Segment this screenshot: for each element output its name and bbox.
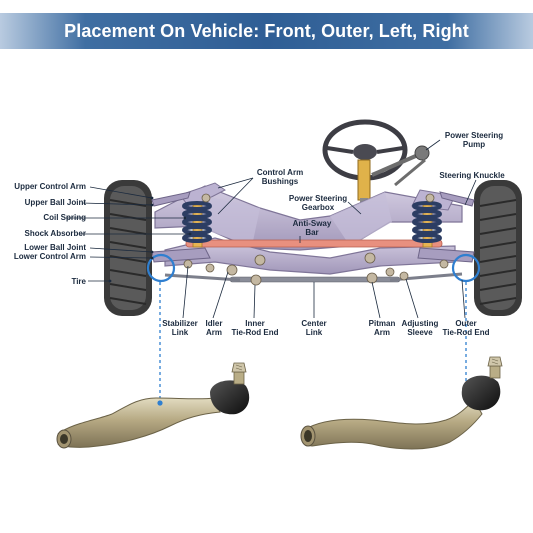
label-lower-control-arm: Lower Control Arm [14, 252, 86, 261]
left-coil-spring [184, 203, 210, 247]
label-pitman-arm-line2: Arm [374, 328, 390, 337]
label-steering-knuckle: Steering Knuckle [439, 171, 505, 180]
label-stabilizer-link-line2: Link [172, 328, 189, 337]
label-center-link-line2: Link [306, 328, 323, 337]
label-control-arm-bushings-line1: Control Arm [257, 168, 303, 177]
label-shock-absorber: Shock Absorber [25, 229, 87, 238]
right-coil-spring [414, 203, 440, 247]
label-stabilizer-link-line1: Stabilizer [162, 319, 198, 328]
label-outer-tie-rod-end-line2: Tie-Rod End [443, 328, 490, 337]
label-inner-tie-rod-end-line1: Inner [245, 319, 265, 328]
label-anti-sway-bar-line2: Bar [305, 228, 318, 237]
label-tire: Tire [71, 277, 86, 286]
label-adjusting-sleeve-line2: Sleeve [407, 328, 433, 337]
label-lower-ball-joint: Lower Ball Joint [24, 243, 86, 252]
label-idler-arm-line1: Idler [206, 319, 223, 328]
anti-sway-bar [186, 240, 442, 247]
label-adjusting-sleeve-line1: Adjusting [402, 319, 439, 328]
label-control-arm-bushings-line2: Bushings [262, 177, 299, 186]
label-idler-arm-line2: Arm [206, 328, 222, 337]
label-power-steering-pump-line1: Power Steering [445, 131, 503, 140]
label-pitman-arm-line1: Pitman [369, 319, 396, 328]
label-power-steering-gearbox-line2: Gearbox [302, 203, 335, 212]
right-tire [474, 180, 522, 316]
label-power-steering-pump-line2: Pump [463, 140, 485, 149]
label-coil-spring: Coil Spring [43, 213, 86, 222]
label-upper-ball-joint: Upper Ball Joint [25, 198, 87, 207]
left-tie-rod-end-product [57, 363, 249, 448]
left-tire [104, 180, 152, 316]
label-outer-tie-rod-end-line1: Outer [455, 319, 476, 328]
label-upper-control-arm: Upper Control Arm [14, 182, 86, 191]
label-center-link-line1: Center [301, 319, 326, 328]
label-anti-sway-bar-line1: Anti-Sway [293, 219, 332, 228]
label-power-steering-gearbox-line1: Power Steering [289, 194, 347, 203]
right-tie-rod-end-product [301, 357, 502, 449]
label-inner-tie-rod-end-line2: Tie-Rod End [232, 328, 279, 337]
